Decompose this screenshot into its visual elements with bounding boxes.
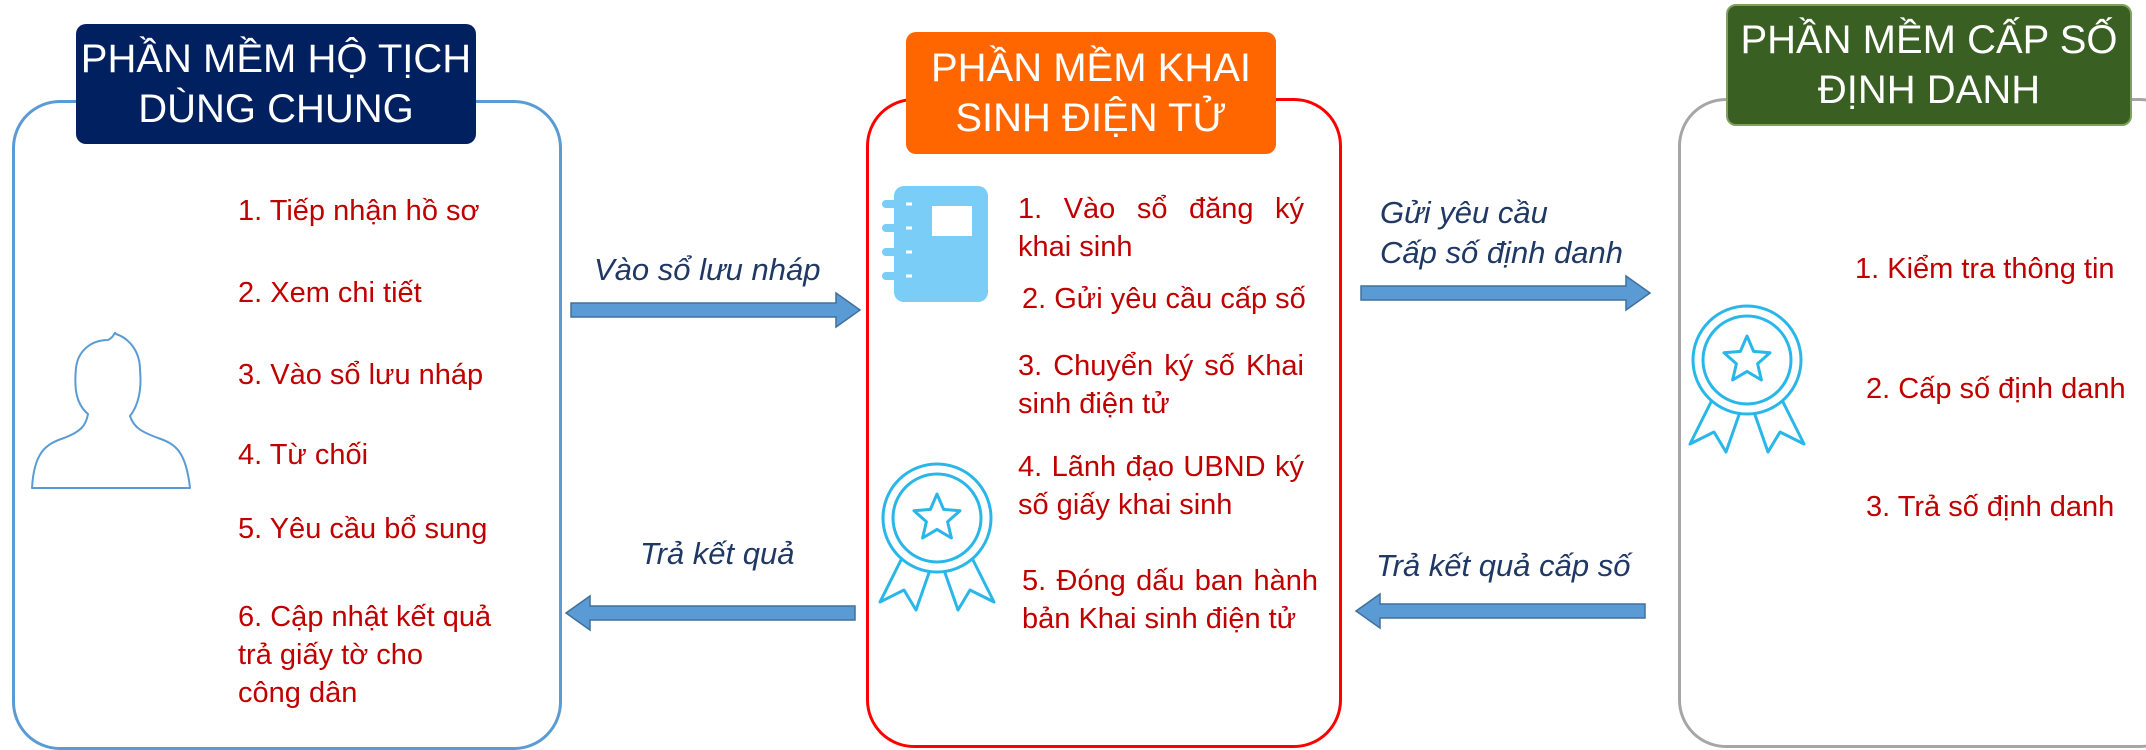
arrow-center-to-left bbox=[564, 594, 856, 632]
left-step-3: 3. Vào sổ lưu nháp bbox=[238, 359, 484, 391]
left-header-line2: DÙNG CHUNG bbox=[138, 87, 414, 131]
center-step-2: 2. Gửi yêu cầu cấp số bbox=[1022, 283, 1306, 315]
left-step-6-line3: công dân bbox=[238, 677, 358, 709]
person-icon bbox=[31, 331, 191, 489]
arrow-label-center-to-right-line2: Cấp số định danh bbox=[1380, 235, 1624, 270]
notebook-icon bbox=[882, 186, 988, 302]
arrow-label-right-to-center: Trả kết quả cấp số bbox=[1376, 548, 1631, 583]
left-step-6-line1: 6. Cập nhật kết quả bbox=[238, 601, 492, 633]
right-step-1: 1. Kiểm tra thông tin bbox=[1855, 253, 2115, 285]
center-header-line2: SINH ĐIỆN TỬ bbox=[955, 96, 1227, 140]
right-header-line2: ĐỊNH DANH bbox=[1817, 68, 2041, 112]
award-icon bbox=[1688, 304, 1806, 454]
left-step-1: 1. Tiếp nhận hồ sơ bbox=[238, 195, 480, 227]
right-panel-header: PHẦN MỀM CẤP SỐ ĐỊNH DANH bbox=[1726, 4, 2132, 126]
left-panel-header: PHẦN MỀM HỘ TỊCH DÙNG CHUNG bbox=[76, 24, 476, 144]
center-step-1: 1. Vào sổ đăng ký khai sinh bbox=[1018, 193, 1304, 263]
arrow-label-left-to-center: Vào sổ lưu nháp bbox=[594, 252, 821, 287]
center-step-3: 3. Chuyển ký số Khai sinh điện tử bbox=[1018, 350, 1304, 420]
center-panel-header: PHẦN MỀM KHAI SINH ĐIỆN TỬ bbox=[906, 32, 1276, 154]
right-step-3: 3. Trả số định danh bbox=[1866, 491, 2115, 523]
center-step-5: 5. Đóng dấu ban hành bản Khai sinh điện … bbox=[1022, 565, 1318, 635]
arrow-center-to-right bbox=[1360, 274, 1652, 312]
arrow-label-center-to-right: Gửi yêu cầu Cấp số định danh bbox=[1380, 193, 1623, 273]
right-header-line1: PHẦN MỀM CẤP SỐ bbox=[1740, 18, 2118, 62]
center-header-line1: PHẦN MỀM KHAI bbox=[930, 46, 1252, 90]
left-step-6: 6. Cập nhật kết quả trả giấy tờ cho công… bbox=[238, 598, 491, 712]
arrow-right-to-center bbox=[1354, 592, 1646, 630]
arrow-label-center-to-right-line1: Gửi yêu cầu bbox=[1380, 195, 1548, 230]
left-step-6-line2: trả giấy tờ cho bbox=[238, 639, 424, 671]
award-icon bbox=[878, 462, 996, 612]
right-step-2: 2. Cấp số định danh bbox=[1866, 373, 2126, 405]
arrow-left-to-center bbox=[570, 291, 862, 329]
left-header-line1: PHẦN MỀM HỘ TỊCH bbox=[80, 37, 472, 81]
left-step-5: 5. Yêu cầu bổ sung bbox=[238, 513, 488, 545]
left-step-2: 2. Xem chi tiết bbox=[238, 277, 422, 309]
center-step-4: 4. Lãnh đạo UBND ký số giấy khai sinh bbox=[1018, 451, 1304, 521]
arrow-label-center-to-left: Trả kết quả bbox=[640, 536, 795, 571]
left-step-4: 4. Từ chối bbox=[238, 439, 369, 471]
